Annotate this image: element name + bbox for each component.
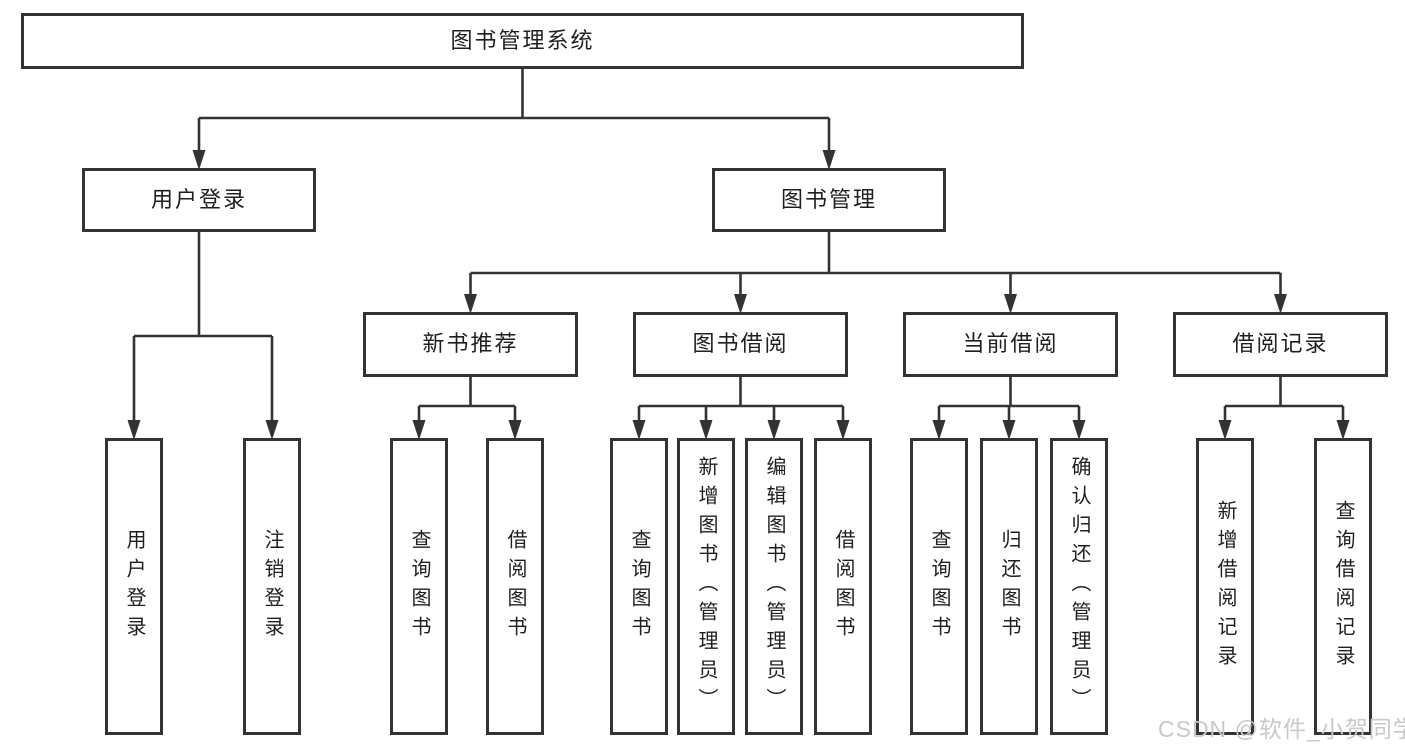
node-leaf-add-rec: 新增借阅记录 bbox=[1196, 438, 1254, 735]
node-label: 新书推荐 bbox=[422, 331, 519, 357]
arrowhead-icon bbox=[508, 420, 522, 440]
node-borrow-records: 借阅记录 bbox=[1173, 312, 1388, 377]
node-label: 图书管理系统 bbox=[450, 27, 595, 53]
arrowhead-icon bbox=[127, 420, 141, 440]
arrowhead-icon bbox=[1218, 420, 1232, 440]
node-label: 借阅图书 bbox=[504, 528, 526, 645]
arrowhead-icon bbox=[734, 294, 747, 314]
connector-book-borrow bbox=[637, 377, 845, 424]
node-label: 注销登录 bbox=[261, 528, 283, 645]
connector-book-mgmt bbox=[469, 232, 1282, 298]
connector-new-book-rec bbox=[417, 377, 517, 424]
node-label: 当前借阅 bbox=[962, 331, 1059, 357]
node-leaf-logout: 注销登录 bbox=[243, 438, 301, 735]
node-label: 用户登录 bbox=[123, 528, 145, 645]
arrowhead-icon bbox=[822, 150, 836, 170]
arrowhead-icon bbox=[767, 420, 781, 440]
node-leaf-borrow-1: 借阅图书 bbox=[486, 438, 544, 735]
connector-user-login bbox=[132, 232, 274, 424]
node-leaf-edit-book: 编辑图书（管理员） bbox=[745, 438, 803, 735]
node-label: 查询图书 bbox=[928, 528, 950, 645]
node-leaf-add-book: 新增图书（管理员） bbox=[677, 438, 735, 735]
node-book-mgmt: 图书管理 bbox=[712, 168, 946, 232]
node-leaf-query-rec: 查询借阅记录 bbox=[1314, 438, 1372, 735]
connector-root bbox=[197, 69, 831, 154]
arrowhead-icon bbox=[836, 420, 850, 440]
arrowhead-icon bbox=[1336, 420, 1350, 440]
arrowhead-icon bbox=[1004, 294, 1017, 314]
node-label: 归还图书 bbox=[998, 528, 1020, 645]
node-label: 借阅图书 bbox=[832, 528, 854, 645]
connector-current-borrow bbox=[937, 377, 1081, 424]
node-leaf-login: 用户登录 bbox=[105, 438, 163, 735]
node-leaf-query-1: 查询图书 bbox=[390, 438, 448, 735]
node-leaf-query-3: 查询图书 bbox=[910, 438, 968, 735]
node-leaf-confirm: 确认归还（管理员） bbox=[1050, 438, 1108, 735]
node-label: 编辑图书（管理员） bbox=[763, 456, 785, 717]
node-label: 查询借阅记录 bbox=[1332, 499, 1354, 674]
node-label: 查询图书 bbox=[628, 528, 650, 645]
node-label: 借阅记录 bbox=[1232, 331, 1329, 357]
connector-borrow-records bbox=[1223, 377, 1345, 424]
node-book-borrow: 图书借阅 bbox=[633, 312, 848, 377]
arrowhead-icon bbox=[464, 294, 477, 314]
node-leaf-query-2: 查询图书 bbox=[610, 438, 668, 735]
node-root: 图书管理系统 bbox=[21, 13, 1024, 69]
node-label: 图书管理 bbox=[780, 186, 877, 212]
arrowhead-icon bbox=[265, 420, 279, 440]
node-user-login: 用户登录 bbox=[82, 168, 316, 232]
arrowhead-icon bbox=[632, 420, 646, 440]
node-current-borrow: 当前借阅 bbox=[903, 312, 1118, 377]
node-leaf-return: 归还图书 bbox=[980, 438, 1038, 735]
node-label: 确认归还（管理员） bbox=[1068, 456, 1090, 717]
arrowhead-icon bbox=[1002, 420, 1016, 440]
arrowhead-icon bbox=[192, 150, 206, 170]
node-label: 新增图书（管理员） bbox=[695, 456, 717, 717]
node-label: 查询图书 bbox=[408, 528, 430, 645]
node-label: 新增借阅记录 bbox=[1214, 499, 1236, 674]
arrowhead-icon bbox=[1072, 420, 1086, 440]
node-label: 用户登录 bbox=[150, 186, 247, 212]
arrowhead-icon bbox=[699, 420, 713, 440]
node-label: 图书借阅 bbox=[692, 331, 789, 357]
node-leaf-borrow-2: 借阅图书 bbox=[814, 438, 872, 735]
arrowhead-icon bbox=[932, 420, 946, 440]
arrowhead-icon bbox=[412, 420, 426, 440]
arrowhead-icon bbox=[1274, 294, 1287, 314]
node-new-book-rec: 新书推荐 bbox=[363, 312, 578, 377]
